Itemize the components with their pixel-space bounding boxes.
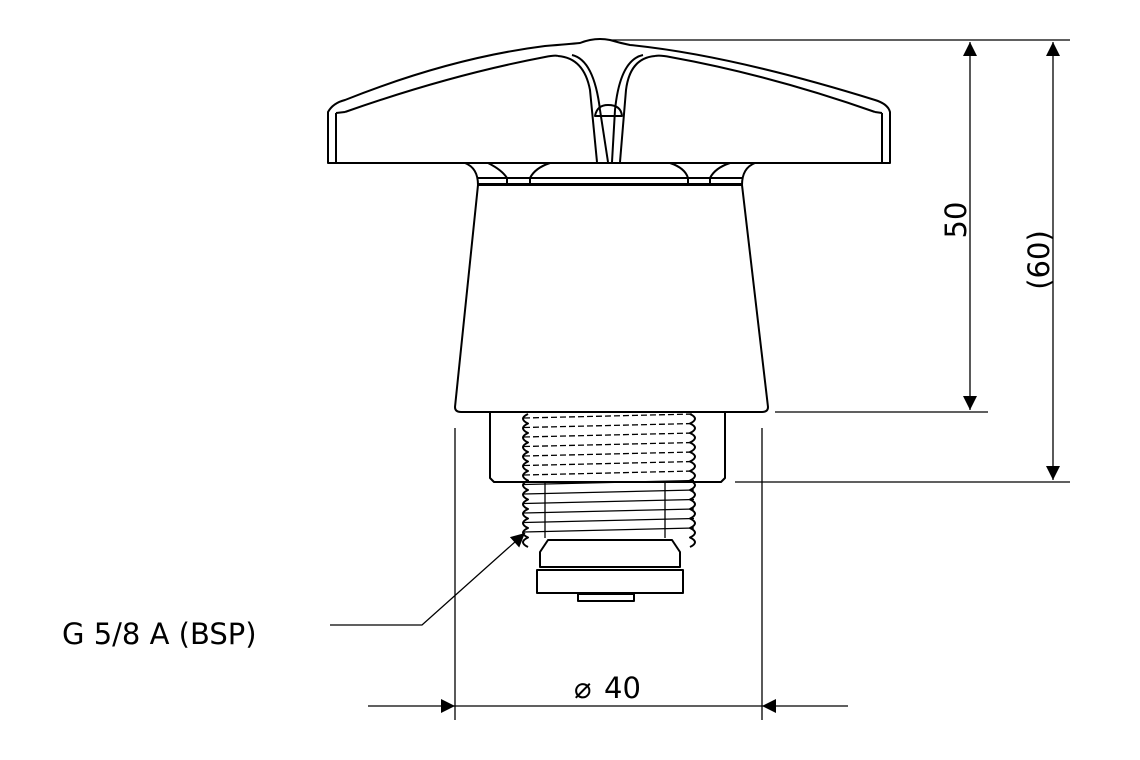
handle-neck	[464, 162, 756, 186]
thread-line	[523, 451, 695, 457]
conical-body	[454, 184, 769, 413]
thread-profile	[522, 413, 529, 548]
threaded-stem	[522, 413, 696, 548]
thread-line	[523, 517, 695, 524]
thread-line	[523, 470, 695, 476]
thread-line	[523, 498, 695, 505]
thread-line	[523, 508, 695, 514]
thread-line	[523, 460, 695, 467]
thread-line	[523, 479, 695, 486]
thread-line	[523, 527, 695, 533]
dimension-60-label: (60)	[1022, 230, 1056, 290]
thread-line	[523, 489, 695, 495]
diameter-symbol: ⌀	[574, 671, 591, 705]
diameter-dimension: ⌀ 40	[368, 428, 848, 720]
t-handle	[327, 38, 891, 164]
stem-end	[536, 539, 684, 602]
dimension-50-label: 50	[939, 202, 973, 239]
thread-line	[523, 422, 695, 429]
thread-line	[523, 413, 695, 419]
thread-line	[523, 441, 695, 448]
thread-callout: G 5/8 A (BSP)	[62, 532, 526, 651]
diameter-value: 40	[604, 671, 641, 705]
thread-line	[523, 432, 695, 438]
thread-spec-label: G 5/8 A (BSP)	[62, 617, 257, 651]
height-dimensions: 50 (60)	[610, 39, 1070, 483]
